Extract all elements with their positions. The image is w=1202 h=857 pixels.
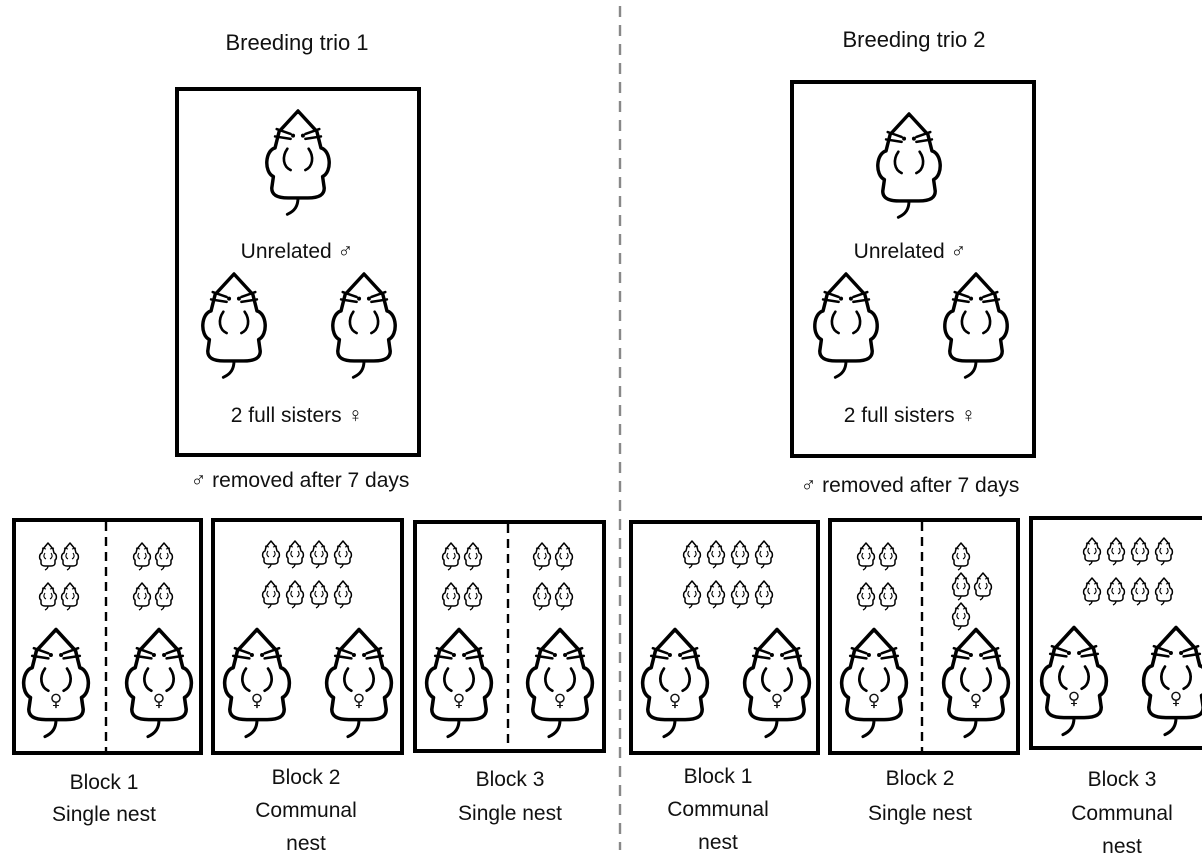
block-1-cage: ♀ ♀ — [14, 520, 201, 753]
female-symbol: ♀ — [1068, 689, 1080, 709]
breeding-trio-1: Breeding trio 1 Unrelated ♂ 2 full siste… — [14, 30, 604, 855]
nest-type-label: Single nest — [52, 803, 156, 826]
female-symbol: ♀ — [251, 691, 263, 711]
female-symbol: ♀ — [50, 691, 62, 711]
removal-note: ♂ removed after 7 days — [801, 474, 1020, 497]
nest-type-label: nest — [1102, 835, 1142, 857]
female-symbol: ♀ — [453, 691, 465, 711]
nest-type-label: nest — [698, 831, 738, 854]
block-2-cage: ♀ ♀ — [213, 520, 402, 753]
female-symbol: ♀ — [669, 691, 681, 711]
female-symbol: ♀ — [970, 691, 982, 711]
block-label: Block 1 — [70, 771, 139, 794]
male-label: Unrelated ♂ — [854, 240, 967, 263]
nest-type-label: Single nest — [868, 802, 972, 825]
block-label: Block 2 — [886, 767, 955, 790]
female-symbol: ♀ — [554, 691, 566, 711]
block-1-cage: ♀ ♀ — [631, 522, 818, 753]
block-label: Block 3 — [476, 768, 545, 791]
female-symbol: ♀ — [868, 691, 880, 711]
block-label: Block 2 — [272, 766, 341, 789]
nest-type-label: Single nest — [458, 802, 562, 825]
nest-type-label: Communal — [1071, 802, 1173, 825]
nest-type-label: Communal — [255, 799, 357, 822]
trio-title: Breeding trio 2 — [842, 27, 985, 52]
trio-title: Breeding trio 1 — [225, 30, 368, 55]
male-label: Unrelated ♂ — [241, 240, 354, 263]
nest-type-label: Communal — [667, 798, 769, 821]
nest-type-label: nest — [286, 832, 326, 855]
block-3-cage: ♀ ♀ — [1031, 518, 1202, 748]
female-symbol: ♀ — [353, 691, 365, 711]
female-symbol: ♀ — [153, 691, 165, 711]
female-label: 2 full sisters ♀ — [844, 404, 976, 427]
female-symbol: ♀ — [1170, 689, 1182, 709]
block-2-cage: ♀ ♀ — [830, 520, 1018, 753]
female-label: 2 full sisters ♀ — [231, 404, 363, 427]
block-label: Block 1 — [684, 765, 753, 788]
removal-note: ♂ removed after 7 days — [191, 469, 410, 492]
block-3-cage: ♀ ♀ — [415, 522, 604, 751]
block-label: Block 3 — [1088, 768, 1157, 791]
female-symbol: ♀ — [771, 691, 783, 711]
breeding-trio-2: Breeding trio 2 Unrelated ♂ 2 full siste… — [631, 27, 1202, 857]
